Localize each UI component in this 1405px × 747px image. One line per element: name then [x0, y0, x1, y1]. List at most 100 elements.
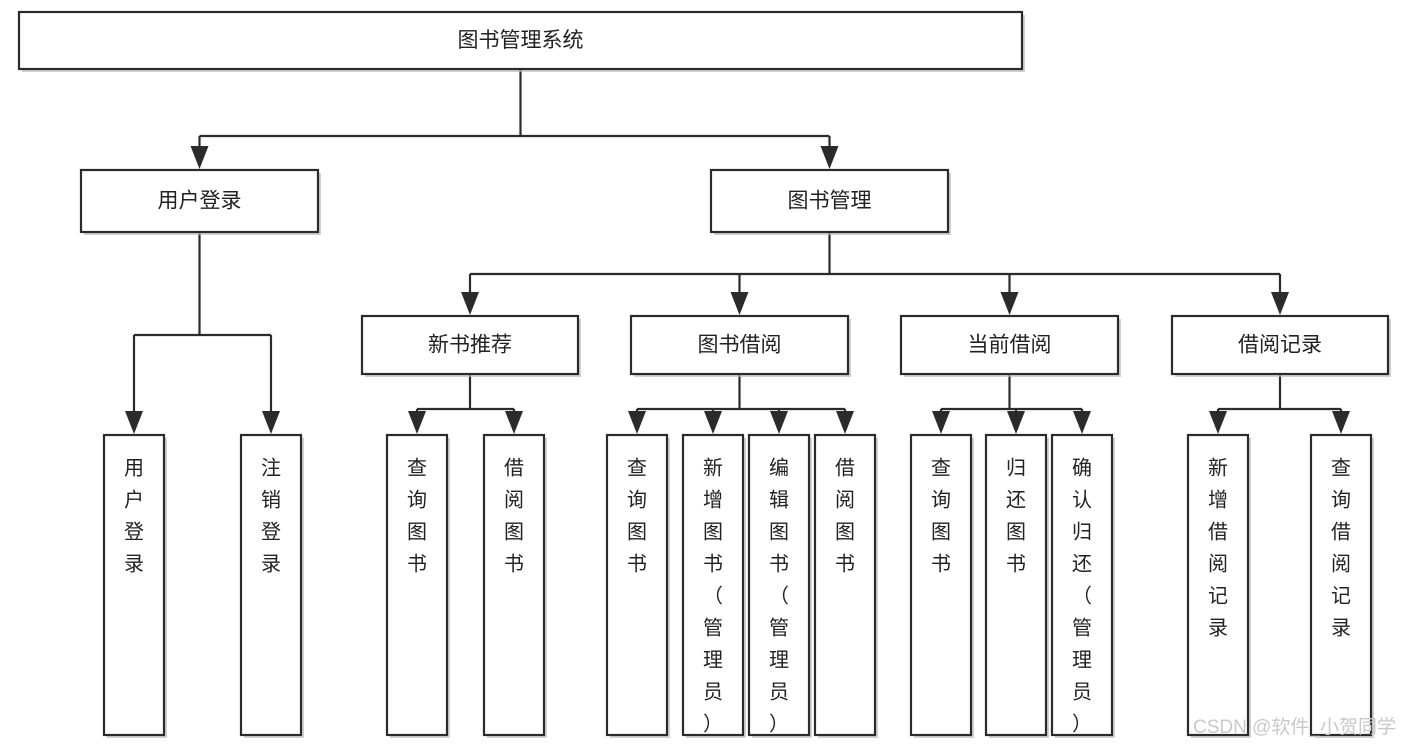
node-label: 当前借阅 — [968, 334, 1052, 357]
node-label-char: ） — [703, 712, 723, 735]
connector-group-user-login — [125, 232, 280, 434]
node-label-char: 理 — [703, 649, 723, 671]
node-label-char: ） — [1072, 712, 1092, 735]
node-label-char: 管 — [769, 616, 789, 639]
node-new-book-recommend[interactable]: 新书推荐 — [360, 314, 581, 377]
connector-group-book-manage — [461, 232, 1289, 315]
node-label-char: 书 — [407, 552, 427, 575]
node-label-char: 员 — [1072, 681, 1092, 703]
node-label-char: 阅 — [835, 488, 855, 511]
node-label-char: 阅 — [1331, 552, 1351, 575]
arrow-head-icon — [836, 411, 854, 434]
node-leaf-user-login[interactable]: 用户登录 — [102, 433, 167, 738]
arrow-head-icon — [820, 146, 839, 169]
node-label-char: 书 — [504, 552, 524, 575]
node-label-char: 图 — [931, 521, 951, 543]
node-box — [909, 433, 973, 737]
node-book-manage[interactable]: 图书管理 — [709, 168, 951, 235]
node-label-char: 书 — [703, 552, 723, 575]
node-label-char: 录 — [1331, 617, 1351, 639]
node-box — [605, 433, 669, 737]
node-label-char: 查 — [931, 456, 951, 479]
connector-group-book-borrow — [628, 374, 854, 434]
connector-group-borrow-record — [1209, 374, 1350, 434]
arrow-head-icon — [932, 411, 950, 434]
node-label-char: 增 — [703, 488, 723, 511]
node-current-borrow[interactable]: 当前借阅 — [899, 314, 1121, 377]
node-label-char: 图 — [627, 521, 647, 543]
node-label-char: 还 — [1072, 552, 1092, 575]
node-label-char: 借 — [835, 456, 855, 479]
arrow-head-icon — [628, 411, 646, 434]
node-user-login[interactable]: 用户登录 — [79, 168, 321, 235]
node-label-char: 书 — [1006, 552, 1026, 575]
node-box — [899, 314, 1120, 376]
node-label-char: 询 — [407, 488, 427, 511]
node-label-char: 阅 — [1208, 552, 1228, 575]
node-label-char: 户 — [124, 488, 144, 511]
node-label-char: 借 — [1208, 520, 1228, 543]
node-layer: 图书管理系统用户登录图书管理新书推荐图书借阅当前借阅借阅记录用户登录注销登录查询… — [17, 10, 1391, 738]
node-label-char: 归 — [1006, 456, 1026, 479]
node-label-char: 查 — [627, 456, 647, 479]
arrow-head-icon — [770, 411, 788, 434]
node-root[interactable]: 图书管理系统 — [17, 10, 1025, 72]
node-book-borrow[interactable]: 图书借阅 — [629, 314, 851, 377]
arrow-head-icon — [408, 411, 426, 434]
node-label: 图书管理系统 — [458, 29, 584, 52]
node-label: 用户登录 — [158, 190, 242, 213]
node-box — [79, 168, 320, 234]
node-box — [360, 314, 580, 376]
arrow-head-icon — [125, 411, 143, 434]
arrow-head-icon — [1007, 411, 1025, 434]
node-label-char: 录 — [124, 553, 144, 575]
csdn-watermark: CSDN @软件_小贺同学 — [1193, 716, 1396, 738]
node-label-char: 书 — [627, 552, 647, 575]
node-label-char: （ — [703, 584, 723, 607]
arrow-head-icon — [505, 411, 523, 434]
node-label-char: 借 — [1331, 520, 1351, 543]
arrow-head-icon — [461, 292, 479, 315]
node-label-char: 图 — [407, 521, 427, 543]
connector-group-current-borrow — [932, 374, 1091, 434]
node-label-char: （ — [1072, 584, 1092, 607]
node-label-char: 认 — [1072, 488, 1092, 511]
node-box — [239, 433, 303, 737]
node-borrow-record[interactable]: 借阅记录 — [1170, 314, 1391, 377]
arrow-head-icon — [1271, 292, 1289, 315]
node-box — [482, 433, 546, 737]
arrow-head-icon — [704, 411, 722, 434]
arrow-head-icon — [1000, 292, 1019, 315]
node-label-char: 询 — [931, 488, 951, 511]
node-label-char: 询 — [1331, 488, 1351, 511]
connector-group-new-book-recommend — [408, 374, 523, 434]
node-label-char: 阅 — [504, 488, 524, 511]
node-label-char: 登 — [261, 520, 281, 543]
node-label-char: 注 — [261, 456, 281, 479]
node-box — [385, 433, 449, 737]
node-label-char: 员 — [703, 681, 723, 703]
node-label-char: 图 — [504, 521, 524, 543]
node-label-char: 查 — [1331, 456, 1351, 479]
connector-group-root — [190, 69, 839, 169]
node-label-char: 录 — [1208, 617, 1228, 639]
node-label-char: 管 — [1072, 616, 1092, 639]
node-label-char: 理 — [1072, 649, 1092, 671]
node-label-char: 用 — [124, 457, 144, 479]
node-label-char: 图 — [1006, 521, 1026, 543]
arrow-head-icon — [262, 411, 280, 434]
node-label-char: 登 — [124, 520, 144, 543]
